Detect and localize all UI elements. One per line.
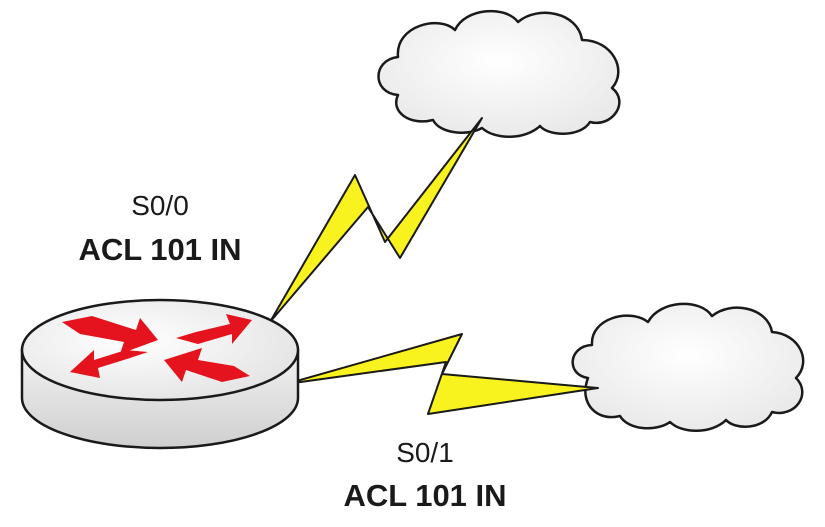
- serial-link-lightning-icon-s00: [269, 117, 483, 323]
- cloud-icon-right: [571, 302, 805, 432]
- router-icon: [20, 298, 300, 450]
- s01-acl-label: ACL 101 IN: [343, 478, 507, 513]
- s01-interface-label: S0/1: [396, 437, 454, 468]
- s00-acl-label: ACL 101 IN: [78, 232, 242, 267]
- serial-link-lightning-icon-s01: [285, 333, 599, 415]
- s00-interface-label: S0/0: [131, 190, 189, 221]
- cloud-icon-top: [377, 9, 621, 138]
- router-arrows: [62, 314, 252, 382]
